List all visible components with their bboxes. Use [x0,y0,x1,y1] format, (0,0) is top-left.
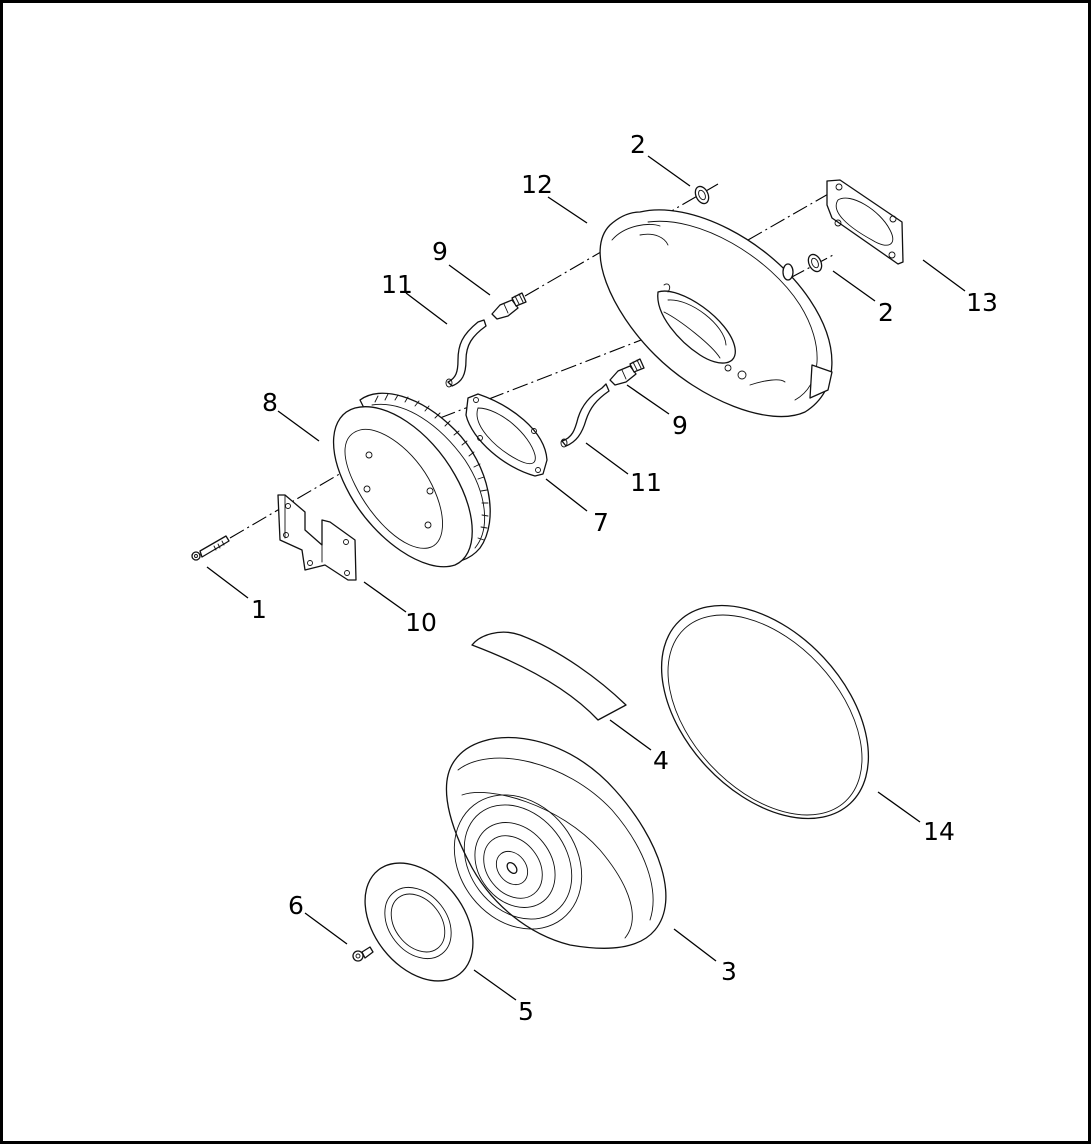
callout-3: 3 [721,957,737,986]
callout-4: 4 [653,746,669,775]
cover-insert-part-5 [364,862,474,982]
screw-part-1 [191,535,230,561]
screw-part-6 [352,946,374,962]
callout-9-upper: 9 [432,237,448,266]
callout-2-lower: 2 [878,298,894,327]
seal-ring-part-14 [660,604,870,820]
callout-8: 8 [262,388,278,417]
air-filter-element-part-8 [332,392,491,568]
gasket-part-7 [465,393,548,477]
breather-fitting-part-9-lower [609,358,645,386]
callout-7: 7 [593,508,609,537]
hose-part-11-upper [445,319,487,388]
bracket-part-10 [277,494,357,581]
callout-12: 12 [521,170,553,199]
callout-2-upper: 2 [630,130,646,159]
air-cleaner-cover-part-3 [445,736,667,949]
backplate-part-12 [599,209,833,418]
gasket-part-13 [826,179,904,265]
callout-11-lower: 11 [630,468,662,497]
o-ring-part-2-upper [694,185,710,205]
hose-part-11-lower [560,383,610,448]
callout-labels: 2 12 9 11 13 2 8 9 11 7 1 10 4 14 6 3 5 [251,130,998,1026]
callout-10: 10 [405,608,437,637]
leader-lines [206,155,966,1001]
callout-9-lower: 9 [672,411,688,440]
trim-strip-part-4 [471,631,627,721]
callout-11-upper: 11 [381,270,413,299]
breather-fitting-part-9-upper [491,292,527,320]
callout-5: 5 [518,997,534,1026]
callout-14: 14 [923,817,955,846]
o-ring-part-2-lower [807,253,823,273]
callout-13: 13 [966,288,998,317]
callout-6: 6 [288,891,304,920]
callout-1: 1 [251,595,267,624]
